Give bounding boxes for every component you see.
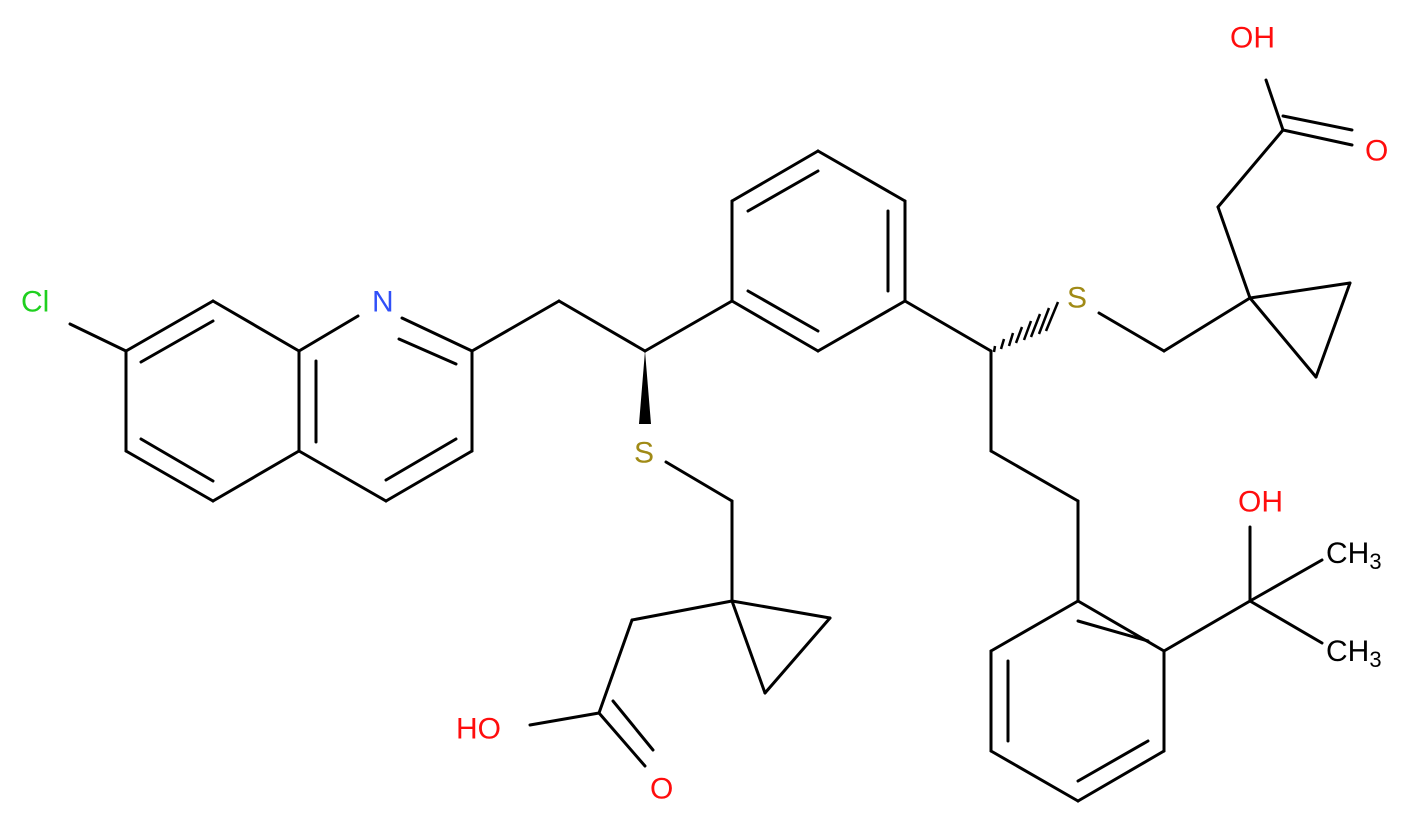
methyl-bottom-subscript: 3 bbox=[1369, 647, 1381, 672]
chlorine-atom: Cl bbox=[21, 286, 49, 319]
right-chiral-centre bbox=[989, 296, 1252, 603]
left-cyclopropyl-acid bbox=[528, 599, 832, 768]
methyl-top-subscript: 3 bbox=[1369, 549, 1381, 574]
hydroxyl-isopropyl: OH bbox=[1238, 486, 1283, 519]
wedge-bond-left bbox=[639, 351, 651, 424]
lower-benzene bbox=[989, 599, 1166, 803]
carbonyl-oxygen-left: O bbox=[650, 773, 673, 806]
hydroxyisopropyl bbox=[1162, 525, 1324, 653]
methyl-bottom: CH3 bbox=[1326, 635, 1382, 672]
quinoline-bonds bbox=[68, 299, 647, 503]
sulfur-atom-right: S bbox=[1067, 282, 1087, 315]
methyl-top-label: CH bbox=[1326, 537, 1369, 570]
hydroxyl-left: HO bbox=[456, 713, 501, 746]
hashed-bond-right bbox=[992, 301, 1060, 353]
hydroxyl-right: OH bbox=[1230, 22, 1275, 55]
carbonyl-oxygen-right: O bbox=[1365, 135, 1388, 168]
central-benzene bbox=[730, 149, 993, 353]
sulfur-atom-left: S bbox=[634, 437, 654, 470]
nitrogen-atom: N bbox=[372, 286, 394, 319]
methyl-top: CH3 bbox=[1326, 537, 1382, 574]
right-cyclopropyl-acid bbox=[1216, 78, 1354, 379]
methyl-bottom-label: CH bbox=[1326, 635, 1369, 668]
left-chiral-centre bbox=[639, 299, 734, 603]
